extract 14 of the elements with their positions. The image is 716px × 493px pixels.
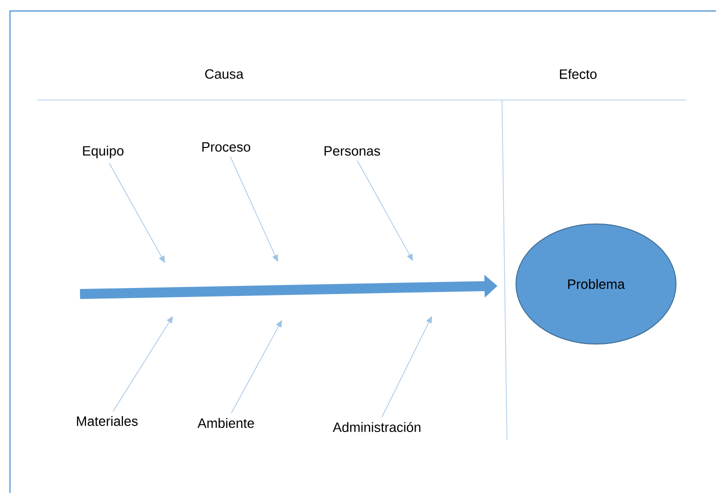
cause-label: Proceso — [202, 142, 250, 152]
cause-label: Ambiente — [198, 418, 254, 428]
arrow — [230, 156, 278, 262]
arrow — [230, 320, 282, 414]
arrow — [356, 160, 413, 261]
cause-label: Equipo — [83, 146, 124, 158]
cause-label: Administración — [332, 422, 420, 432]
arrow — [108, 162, 165, 263]
header-text: Causa — [205, 69, 244, 79]
arrow — [382, 316, 432, 418]
cause-label: Materiales — [76, 416, 138, 426]
arrow — [112, 316, 173, 412]
cause-label: Personas — [324, 146, 380, 156]
header-text: Efecto — [560, 69, 597, 79]
